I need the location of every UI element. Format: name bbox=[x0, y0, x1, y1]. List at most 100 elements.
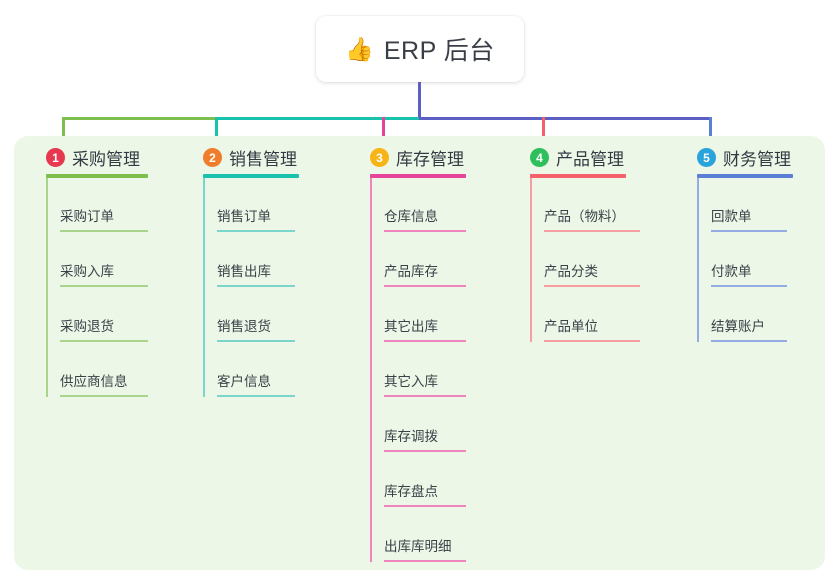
list-item[interactable]: 库存盘点 bbox=[384, 473, 466, 507]
list-item-rule bbox=[384, 395, 466, 397]
list-item-label: 采购退货 bbox=[60, 319, 114, 334]
list-item[interactable]: 出库库明细 bbox=[384, 528, 466, 562]
connector-drop-5 bbox=[709, 117, 712, 154]
column-header-rule-5 bbox=[697, 174, 793, 178]
list-item-label: 采购订单 bbox=[60, 209, 114, 224]
list-item-rule bbox=[217, 230, 295, 232]
list-item-label: 销售出库 bbox=[217, 264, 271, 279]
connector-bus-segment-3 bbox=[419, 117, 712, 120]
list-item[interactable]: 付款单 bbox=[711, 253, 787, 287]
column-spine-3 bbox=[370, 178, 372, 562]
column-header-rule-1 bbox=[46, 174, 148, 178]
list-item-rule bbox=[544, 230, 640, 232]
connector-drop-2 bbox=[215, 117, 218, 154]
column-spine-2 bbox=[203, 178, 205, 397]
list-item-label: 产品分类 bbox=[544, 264, 598, 279]
list-item[interactable]: 产品分类 bbox=[544, 253, 640, 287]
column-header-rule-2 bbox=[203, 174, 299, 178]
list-item[interactable]: 库存调拨 bbox=[384, 418, 466, 452]
list-item-rule bbox=[544, 340, 640, 342]
column-badge-4: 4 bbox=[530, 148, 549, 167]
list-item-label: 其它出库 bbox=[384, 319, 438, 334]
list-item-label: 其它入库 bbox=[384, 374, 438, 389]
list-item[interactable]: 产品单位 bbox=[544, 308, 640, 342]
list-item[interactable]: 产品库存 bbox=[384, 253, 466, 287]
column-badge-1: 1 bbox=[46, 148, 65, 167]
list-item-rule bbox=[384, 285, 466, 287]
column-header-4[interactable]: 4 产品管理 bbox=[530, 145, 624, 170]
connector-drop-4 bbox=[542, 117, 545, 154]
list-item[interactable]: 采购入库 bbox=[60, 253, 148, 287]
list-item-label: 出库库明细 bbox=[384, 539, 452, 554]
list-item-label: 产品库存 bbox=[384, 264, 438, 279]
column-title-3: 库存管理 bbox=[396, 150, 464, 169]
column-title-4: 产品管理 bbox=[556, 150, 624, 169]
list-item-label: 库存调拨 bbox=[384, 429, 438, 444]
list-item[interactable]: 其它出库 bbox=[384, 308, 466, 342]
list-item-label: 回款单 bbox=[711, 209, 752, 224]
list-item[interactable]: 供应商信息 bbox=[60, 363, 148, 397]
connector-trunk bbox=[418, 82, 421, 120]
list-item-rule bbox=[60, 395, 148, 397]
column-badge-5: 5 bbox=[697, 148, 716, 167]
thumbs-up-icon: 👍 bbox=[345, 35, 374, 62]
list-item-rule bbox=[384, 450, 466, 452]
list-item-rule bbox=[384, 560, 466, 562]
list-item-rule bbox=[60, 230, 148, 232]
list-item-rule bbox=[60, 285, 148, 287]
column-spine-1 bbox=[46, 178, 48, 397]
list-item-label: 采购入库 bbox=[60, 264, 114, 279]
list-item-rule bbox=[711, 285, 787, 287]
root-node-content: 👍 ERP 后台 bbox=[345, 31, 495, 67]
list-item[interactable]: 仓库信息 bbox=[384, 198, 466, 232]
connector-drop-1 bbox=[62, 117, 65, 154]
column-header-2[interactable]: 2 销售管理 bbox=[203, 145, 297, 170]
list-item-rule bbox=[217, 285, 295, 287]
column-header-rule-4 bbox=[530, 174, 626, 178]
column-spine-4 bbox=[530, 178, 532, 342]
list-item[interactable]: 结算账户 bbox=[711, 308, 787, 342]
connector-bus-segment-2 bbox=[215, 117, 421, 120]
list-item-label: 供应商信息 bbox=[60, 374, 128, 389]
list-item-rule bbox=[544, 285, 640, 287]
list-item[interactable]: 采购退货 bbox=[60, 308, 148, 342]
columns-panel: 1 采购管理采购订单采购入库采购退货供应商信息 2 销售管理销售订单销售出库销售退货客… bbox=[14, 136, 825, 570]
column-header-rule-3 bbox=[370, 174, 466, 178]
column-header-5[interactable]: 5 财务管理 bbox=[697, 145, 791, 170]
list-item-label: 付款单 bbox=[711, 264, 752, 279]
list-item-label: 销售订单 bbox=[217, 209, 271, 224]
list-item-rule bbox=[384, 230, 466, 232]
root-node-label: ERP 后台 bbox=[383, 37, 495, 65]
list-item[interactable]: 客户信息 bbox=[217, 363, 295, 397]
list-item-rule bbox=[217, 340, 295, 342]
list-item-rule bbox=[711, 340, 787, 342]
list-item[interactable]: 回款单 bbox=[711, 198, 787, 232]
connector-bus-segment-1 bbox=[62, 117, 217, 120]
column-title-5: 财务管理 bbox=[723, 150, 791, 169]
list-item-label: 销售退货 bbox=[217, 319, 271, 334]
list-item[interactable]: 销售退货 bbox=[217, 308, 295, 342]
column-title-2: 销售管理 bbox=[229, 150, 297, 169]
list-item-rule bbox=[384, 505, 466, 507]
list-item[interactable]: 销售出库 bbox=[217, 253, 295, 287]
list-item-label: 结算账户 bbox=[711, 319, 765, 334]
list-item[interactable]: 产品（物料） bbox=[544, 198, 640, 232]
list-item-label: 产品（物料） bbox=[544, 209, 625, 224]
list-item-rule bbox=[711, 230, 787, 232]
list-item-label: 客户信息 bbox=[217, 374, 271, 389]
list-item[interactable]: 其它入库 bbox=[384, 363, 466, 397]
connector-drop-3 bbox=[382, 117, 385, 154]
column-spine-5 bbox=[697, 178, 699, 342]
root-node[interactable]: 👍 ERP 后台 bbox=[316, 16, 524, 82]
list-item-rule bbox=[217, 395, 295, 397]
list-item-label: 产品单位 bbox=[544, 319, 598, 334]
column-title-1: 采购管理 bbox=[72, 150, 140, 169]
column-header-1[interactable]: 1 采购管理 bbox=[46, 145, 140, 170]
column-badge-2: 2 bbox=[203, 148, 222, 167]
list-item-label: 库存盘点 bbox=[384, 484, 438, 499]
list-item[interactable]: 销售订单 bbox=[217, 198, 295, 232]
list-item-label: 仓库信息 bbox=[384, 209, 438, 224]
list-item[interactable]: 采购订单 bbox=[60, 198, 148, 232]
